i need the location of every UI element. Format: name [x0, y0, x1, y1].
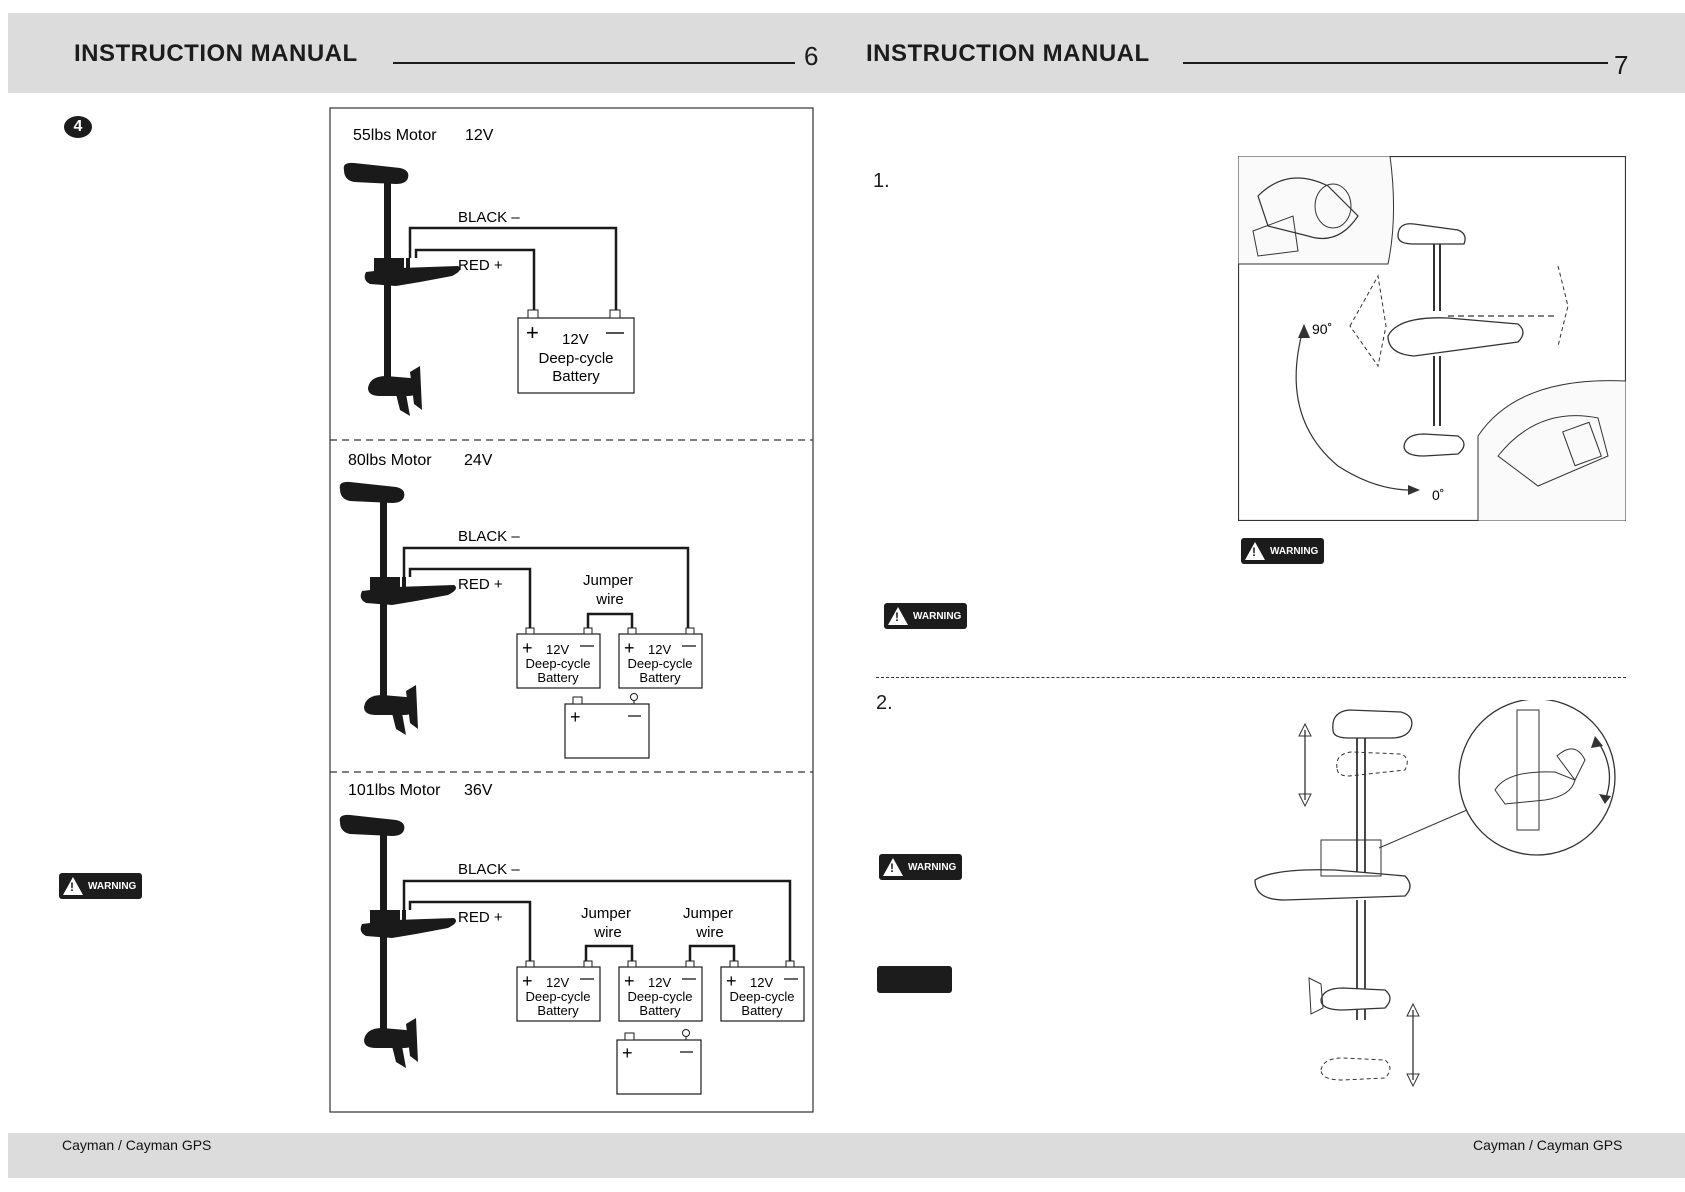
svg-text:Battery: Battery — [741, 1003, 783, 1018]
svg-text:12V: 12V — [562, 331, 589, 348]
step-divider — [876, 677, 1626, 678]
black-wire-label-24v: BLACK – — [458, 528, 520, 545]
warning-badge-step2: WARNING — [879, 854, 963, 880]
motor-deploy-figure: 90˚ 0˚ — [1238, 156, 1626, 521]
red-wire-label-24v: RED + — [458, 576, 503, 593]
svg-text:Battery: Battery — [537, 1003, 579, 1018]
trolling-motor-24v-icon — [339, 481, 456, 735]
angle-0-label: 0˚ — [1432, 487, 1444, 503]
svg-text:+: + — [624, 638, 635, 658]
warning-label: WARNING — [88, 880, 137, 892]
battery-36v-c: + 12V Deep-cycle Battery — [720, 960, 805, 1022]
svg-text:Deep-cycle: Deep-cycle — [525, 989, 590, 1004]
section-12v-motor-label: 55lbs Motor — [353, 127, 437, 144]
svg-text:+: + — [526, 320, 539, 345]
section-12v-voltage-label: 12V — [465, 127, 494, 144]
warning-badge-figure1: WARNING — [1241, 538, 1325, 564]
warning-label: WARNING — [1270, 545, 1319, 557]
black-wire-label-36v: BLACK – — [458, 861, 520, 878]
step-4-badge: 4 — [64, 116, 92, 138]
battery-24v-b: + 12V Deep-cycle Battery — [618, 627, 703, 689]
svg-text:Deep-cycle: Deep-cycle — [627, 656, 692, 671]
svg-text:12V: 12V — [648, 642, 671, 657]
battery-24v-a: + 12V Deep-cycle Battery — [516, 627, 601, 689]
svg-text:wire: wire — [593, 924, 622, 941]
svg-text:Battery: Battery — [639, 670, 681, 685]
svg-text:Battery: Battery — [639, 1003, 681, 1018]
angle-90-label: 90˚ — [1312, 321, 1332, 337]
warning-label: WARNING — [908, 861, 957, 873]
section-36v-motor-label: 101lbs Motor — [348, 782, 441, 799]
right-header-rule — [1183, 62, 1608, 64]
black-wire-label-12v: BLACK – — [458, 209, 520, 226]
warning-triangle-icon — [883, 858, 903, 876]
svg-text:wire: wire — [595, 591, 624, 608]
svg-text:Battery: Battery — [552, 368, 600, 385]
warning-triangle-icon — [1245, 542, 1265, 560]
svg-text:+: + — [570, 707, 581, 727]
right-page-number: 7 — [1614, 50, 1629, 80]
left-page-number: 6 — [804, 41, 819, 71]
header-band — [8, 13, 1685, 93]
red-wire-label-12v: RED + — [458, 257, 503, 274]
battery-12v-single: + 12V Deep-cycle Battery — [517, 309, 635, 394]
section-36v-voltage-label: 36V — [464, 782, 493, 799]
blank-label-tag — [877, 966, 952, 993]
warning-badge-left: WARNING — [59, 873, 143, 899]
svg-text:wire: wire — [695, 924, 724, 941]
svg-text:Deep-cycle: Deep-cycle — [627, 989, 692, 1004]
section-24v-voltage-label: 24V — [464, 452, 493, 469]
svg-text:12V: 12V — [750, 975, 773, 990]
step-1-number: 1. — [873, 170, 890, 192]
footer-band — [8, 1133, 1685, 1178]
svg-text:Deep-cycle: Deep-cycle — [729, 989, 794, 1004]
svg-text:12V: 12V — [546, 642, 569, 657]
svg-text:Deep-cycle: Deep-cycle — [525, 656, 590, 671]
trolling-motor-12v-icon — [343, 162, 460, 416]
warning-triangle-icon — [63, 877, 83, 895]
battery-24v-side-icon: + — [564, 693, 650, 759]
left-header-title: INSTRUCTION MANUAL — [74, 40, 358, 67]
red-wire-label-36v: RED + — [458, 909, 503, 926]
warning-label: WARNING — [913, 610, 962, 622]
right-footer-text: Cayman / Cayman GPS — [1473, 1137, 1623, 1153]
jumper-label-36v-a: Jumper — [581, 905, 631, 922]
left-header-rule — [393, 62, 795, 64]
battery-36v-a: + 12V Deep-cycle Battery — [516, 960, 601, 1022]
warning-badge-step1: WARNING — [884, 603, 968, 629]
svg-text:12V: 12V — [546, 975, 569, 990]
svg-text:+: + — [726, 971, 737, 991]
left-footer-text: Cayman / Cayman GPS — [62, 1137, 212, 1153]
svg-text:+: + — [522, 638, 533, 658]
svg-text:+: + — [522, 971, 533, 991]
svg-text:+: + — [622, 1043, 633, 1063]
right-header-title: INSTRUCTION MANUAL — [866, 40, 1150, 67]
battery-36v-b: + 12V Deep-cycle Battery — [618, 960, 703, 1022]
warning-triangle-icon — [888, 607, 908, 625]
svg-text:12V: 12V — [648, 975, 671, 990]
svg-text:Deep-cycle: Deep-cycle — [538, 350, 613, 367]
jumper-label-24v: Jumper — [583, 572, 633, 589]
svg-text:+: + — [624, 971, 635, 991]
step-2-number: 2. — [876, 692, 893, 714]
section-24v-motor-label: 80lbs Motor — [348, 452, 432, 469]
battery-36v-side-icon: + — [616, 1029, 702, 1095]
svg-text:Battery: Battery — [537, 670, 579, 685]
jumper-label-36v-b: Jumper — [683, 905, 733, 922]
trolling-motor-36v-icon — [339, 814, 456, 1068]
shaft-adjust-figure — [1254, 700, 1616, 1088]
